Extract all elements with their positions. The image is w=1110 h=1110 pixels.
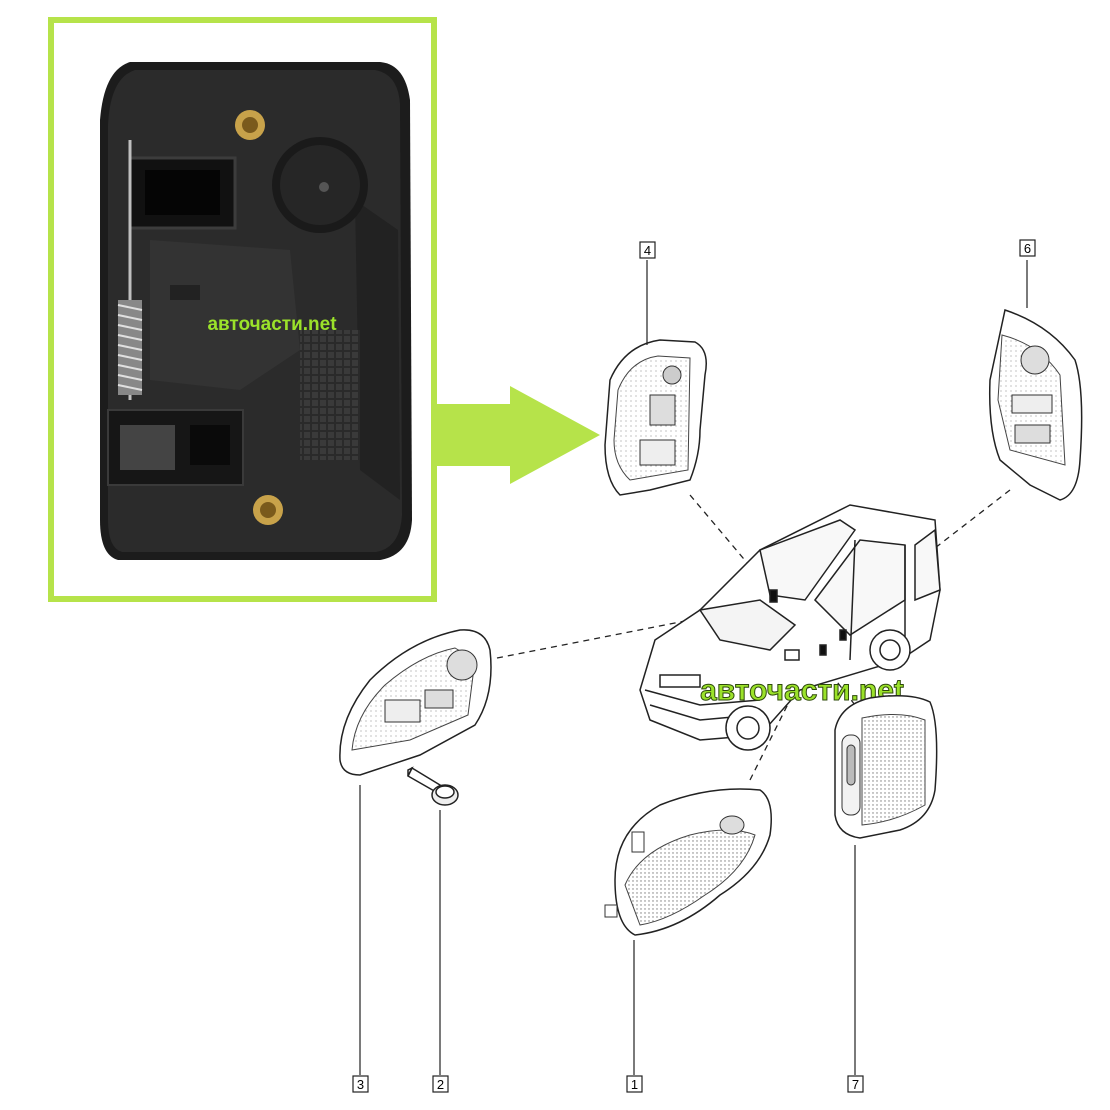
part-2-screw	[407, 766, 459, 806]
photo-watermark: авточасти.net	[207, 314, 337, 335]
callout-3-box	[352, 1075, 369, 1093]
callout-4-box	[639, 241, 656, 259]
part-7-outer-handle	[834, 695, 938, 839]
part-3-handle-housing	[339, 629, 492, 776]
callout-4: 4	[644, 243, 651, 258]
callout-1: 1	[631, 1077, 638, 1092]
part-1-outer-handle	[604, 788, 772, 936]
part-4-handle-housing	[604, 339, 707, 496]
callout-1-box	[626, 1075, 643, 1093]
photo-inset: авточасти.net	[48, 17, 437, 602]
part-6-handle-housing	[988, 309, 1083, 501]
spring	[117, 300, 143, 395]
callout-7: 7	[852, 1077, 859, 1092]
callout-6: 6	[1024, 241, 1031, 256]
brass-insert-bottom	[253, 495, 283, 525]
callout-6-box	[1019, 239, 1036, 257]
vehicle-drawing	[639, 504, 941, 751]
brass-insert-top	[235, 110, 265, 140]
pointer-arrow	[434, 386, 600, 484]
callout-2: 2	[437, 1077, 444, 1092]
callout-3: 3	[357, 1077, 364, 1092]
callout-7-box	[847, 1075, 864, 1093]
handle-photo	[100, 62, 412, 560]
callout-2-box	[432, 1075, 449, 1093]
